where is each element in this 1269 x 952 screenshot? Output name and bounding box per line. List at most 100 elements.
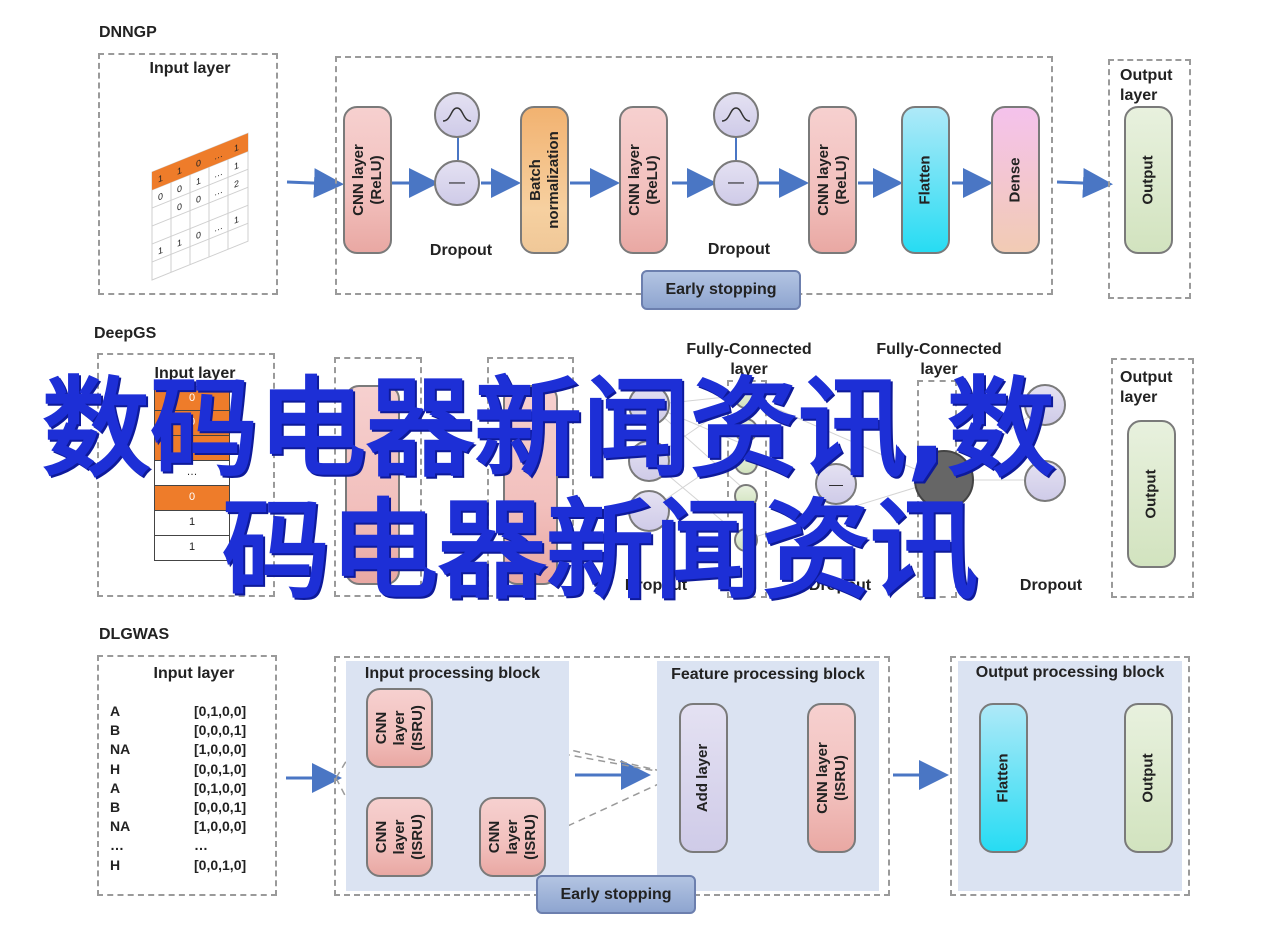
deepgs-fc-node — [734, 528, 758, 552]
dlgwas-row-key: … — [110, 837, 124, 854]
deepgs-input-cell: 0 — [154, 386, 230, 411]
deepgs-node — [628, 490, 670, 532]
dnngp-output-label: Output layer — [1120, 67, 1173, 104]
deepgs-dropout-label-1: Dropout — [624, 577, 688, 594]
deepgs-input-cell: 0 — [154, 411, 230, 436]
dlgwas-row-value: [1,0,0,0] — [194, 818, 247, 835]
dlgwas-row-value: [1,0,0,0] — [194, 741, 247, 758]
svg-text:…: … — [214, 185, 223, 198]
deepgs-output-frame — [1111, 358, 1194, 598]
deepgs-fc-node — [734, 385, 758, 409]
dnngp-cnn-layer-3: CNN layer (ReLU) — [808, 106, 857, 254]
dlgwas-cnn-isru-layer: CNN layer (ISRU) — [807, 703, 856, 853]
deepgs-dropout-label-3: Dropout — [1019, 577, 1083, 594]
deepgs-fc-label-1: Fully-Connected layer — [686, 341, 812, 378]
dlgwas-output-node: Output — [1124, 703, 1173, 853]
dnngp-dropout-node-1: — — [434, 160, 480, 206]
section-title-deepgs: DeepGS — [94, 325, 157, 342]
dlgwas-input-frame — [97, 655, 277, 896]
dnngp-dropout-node-2: — — [713, 160, 759, 206]
dlgwas-row-value: [0,0,0,1] — [194, 722, 247, 739]
section-title-dnngp: DNNGP — [99, 24, 157, 41]
dlgwas-row-key: H — [110, 760, 121, 777]
svg-text:1: 1 — [177, 237, 182, 249]
deepgs-pooling-frame — [487, 357, 574, 597]
dlgwas-row-key: B — [110, 799, 121, 815]
dlgwas-feature-block-title: Feature processing block — [671, 666, 865, 683]
dlgwas-row-key: A — [110, 779, 121, 796]
deepgs-cnn-layer — [345, 385, 400, 585]
deepgs-input-cell: 0 — [154, 486, 230, 511]
deepgs-input-frame — [97, 353, 275, 597]
dnngp-flatten-layer: Flatten — [901, 106, 950, 254]
svg-text:1: 1 — [158, 245, 163, 257]
svg-text:0: 0 — [196, 194, 201, 206]
dnngp-dropout-label-1: Dropout — [429, 242, 493, 259]
svg-text:1: 1 — [234, 142, 239, 154]
deepgs-fc-node-large — [914, 450, 974, 510]
watermark-line-2: 码电器新闻资讯 — [222, 489, 979, 614]
dlgwas-input-block-title: Input processing block — [364, 665, 541, 682]
deepgs-node — [1024, 384, 1066, 426]
dlgwas-cnn-isru-2: CNN layer (ISRU) — [366, 797, 433, 877]
svg-text:…: … — [214, 149, 223, 162]
deepgs-input-cell: … — [154, 461, 230, 486]
dnngp-activation-icon-1 — [434, 92, 480, 138]
dlgwas-flatten-layer: Flatten — [979, 703, 1028, 853]
dlgwas-early-stopping-button[interactable]: Early stopping — [536, 875, 696, 914]
deepgs-dropout-label-2: Dropout — [808, 577, 872, 594]
dlgwas-output-frame — [950, 656, 1190, 896]
dlgwas-row-key: H — [110, 856, 121, 873]
deepgs-cnn-frame — [334, 357, 422, 597]
dlgwas-add-layer: Add layer — [679, 703, 728, 853]
svg-text:1: 1 — [158, 173, 163, 185]
dnngp-batch-normalization: Batch normalization — [520, 106, 569, 254]
dnngp-dropout-label-2: Dropout — [707, 241, 771, 258]
dlgwas-row-key: NA — [110, 741, 131, 758]
svg-text:0: 0 — [177, 183, 182, 195]
deepgs-fc-node — [734, 484, 758, 508]
dlgwas-row-value: [0,1,0,0] — [194, 703, 247, 719]
deepgs-node — [628, 384, 670, 426]
dnngp-cnn-layer-2: CNN layer (ReLU) — [619, 106, 668, 254]
dlgwas-row-value: [0,0,1,0] — [194, 856, 247, 873]
deepgs-node — [1024, 460, 1066, 502]
deepgs-fc-node — [734, 418, 758, 442]
watermark-line-1: 数码电器新闻资讯,数 — [42, 367, 1056, 492]
section-title-dlgwas: DLGWAS — [99, 626, 170, 643]
svg-text:0: 0 — [158, 191, 163, 203]
dnngp-output-frame — [1108, 59, 1191, 299]
deepgs-fc-label-2: Fully-Connected layer — [876, 341, 1002, 378]
deepgs-output-label: Output layer — [1120, 369, 1173, 406]
dlgwas-cnn-isru-3: CNN layer (ISRU) — [479, 797, 546, 877]
dlgwas-row-value: [0,0,0,1] — [194, 799, 247, 815]
deepgs-input-label: Input layer — [154, 365, 236, 382]
dlgwas-output-block-title: Output processing block — [975, 664, 1165, 681]
deepgs-fc-node — [734, 451, 758, 475]
svg-text:1: 1 — [196, 176, 201, 188]
dnngp-early-stopping-button[interactable]: Early stopping — [641, 270, 801, 310]
deepgs-input-cell: 1 — [154, 536, 230, 561]
dlgwas-cnn-isru-1: CNN layer (ISRU) — [366, 688, 433, 768]
deepgs-fc-frame-1 — [727, 380, 767, 598]
svg-text:1: 1 — [234, 160, 239, 172]
dnngp-input-frame — [98, 53, 278, 295]
deepgs-input-cell: 0 — [154, 436, 230, 461]
svg-text:0: 0 — [196, 230, 201, 242]
dnngp-cnn-layer-1: CNN layer (ReLU) — [343, 106, 392, 254]
deepgs-pooling-layer — [503, 385, 558, 585]
dlgwas-row-key: A — [110, 703, 121, 719]
deepgs-dropout-node: — — [815, 463, 857, 505]
dlgwas-row-value: … — [194, 837, 208, 854]
dnngp-dense-layer: Dense — [991, 106, 1040, 254]
deepgs-input-cell: 1 — [154, 511, 230, 536]
svg-text:0: 0 — [196, 158, 201, 170]
dlgwas-input-label: Input layer — [153, 665, 235, 682]
svg-text:…: … — [214, 167, 223, 180]
svg-text:2: 2 — [234, 178, 239, 190]
svg-text:1: 1 — [177, 165, 182, 177]
dnngp-output-node: Output — [1124, 106, 1173, 254]
svg-text:0: 0 — [177, 201, 182, 213]
dnngp-input-label: Input layer — [149, 60, 231, 77]
